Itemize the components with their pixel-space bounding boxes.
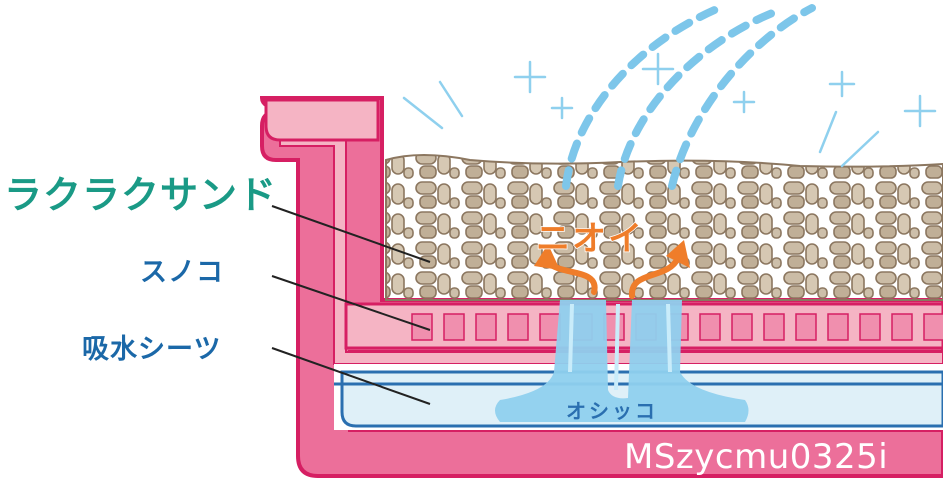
grate-slot [507,313,529,341]
grate-slot [443,313,465,341]
grate-slot [731,313,753,341]
tray-inner-lining [279,129,943,365]
absorbent-sheet-label: 吸水シーツ [82,334,222,365]
grate-slot [859,313,881,341]
sand-label: ラクラクサンド [4,173,278,217]
odor-arrow-right-icon [629,240,690,299]
grate-slot [475,313,497,341]
urine-flow-highlight [568,303,672,391]
watermark-text: MSzycmu0325i [624,437,889,477]
urine-label: オシッコ [566,399,658,423]
leader-lines [271,205,431,405]
tray-rim [264,98,380,142]
urine-flow [495,300,749,422]
grate-slot [603,313,625,341]
grate-slot [795,313,817,341]
odor-label: ニオイ [536,219,644,259]
leader-line-sunoko [271,275,431,331]
sparkle-icon [402,52,937,168]
sunoko-label: スノコ [140,257,224,288]
grate-slot [827,313,849,341]
leader-line-sand [271,205,431,263]
litter-sand [385,154,943,301]
grate-slot [763,313,785,341]
odor-arrow-left-icon [534,244,598,295]
grate-slot [923,313,943,341]
grate-slot [891,313,913,341]
grate-slot [699,313,721,341]
urine-stream [562,2,816,190]
leader-line-sheet [271,347,431,405]
